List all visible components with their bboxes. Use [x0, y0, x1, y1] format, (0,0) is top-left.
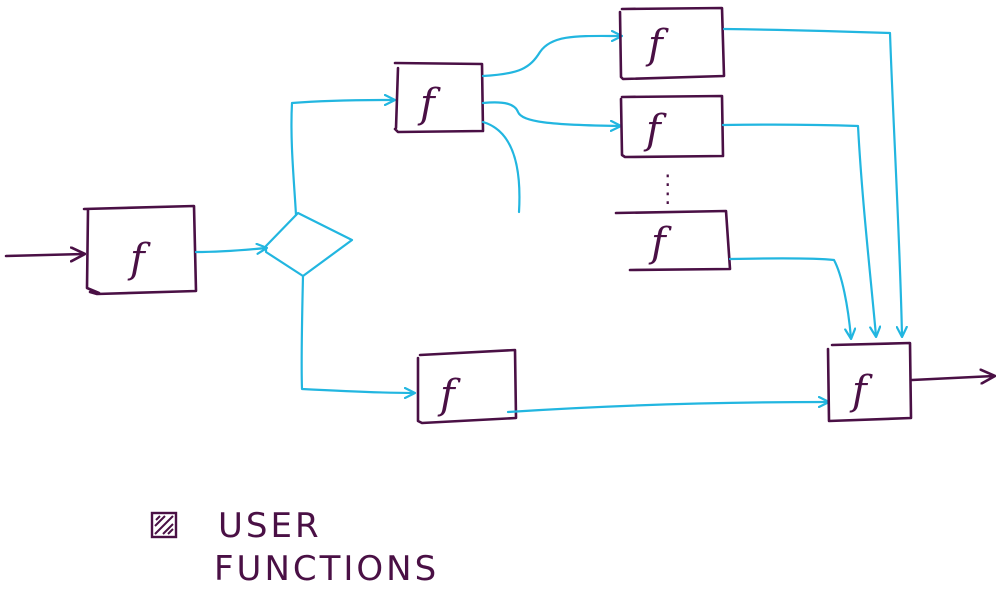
- legend-line-2: FUNCTIONS: [214, 549, 439, 589]
- output-arrow: [910, 376, 994, 380]
- branch-mid-function-label: f: [643, 107, 667, 153]
- branch-ellipsis: :: [664, 167, 671, 192]
- flow-input-to-decision: [194, 248, 266, 252]
- branch-mid-function-node: f: [619, 94, 725, 159]
- input-function-node: f: [82, 204, 198, 296]
- branch-top-function-label: f: [645, 22, 669, 68]
- flow-upper-fanout: [481, 120, 521, 214]
- branch-top-function-node: f: [618, 6, 726, 81]
- branch-last-function-label: f: [648, 220, 672, 266]
- legend: USER FUNCTIONS: [150, 506, 439, 589]
- lower-function-node: f: [416, 348, 518, 425]
- legend-line-1: USER: [218, 506, 322, 546]
- input-arrow: [4, 254, 84, 256]
- flow-decision-to-lower: [300, 274, 414, 393]
- lower-function-label: f: [437, 372, 461, 418]
- legend-swatch-icon: [150, 511, 178, 539]
- branch-last-function-node: f: [614, 209, 732, 272]
- flow-upper-to-mid-branch: [481, 101, 620, 126]
- input-function-label: f: [127, 236, 151, 282]
- upper-function-node: f: [393, 61, 485, 134]
- merge-function-label: f: [849, 368, 873, 414]
- flow-upper-to-top-branch: [481, 36, 621, 78]
- flow-mid-branch-to-merge: [721, 123, 876, 336]
- merge-function-node: f: [826, 341, 913, 423]
- flow-decision-to-upper: [290, 100, 394, 217]
- decision-diamond: [264, 211, 354, 278]
- flow-last-branch-to-merge: [728, 257, 851, 338]
- flow-top-branch-to-merge: [722, 27, 902, 336]
- branch-ellipsis-2: :: [664, 185, 671, 210]
- flow-lower-to-merge: [506, 402, 828, 414]
- upper-function-label: f: [417, 81, 441, 127]
